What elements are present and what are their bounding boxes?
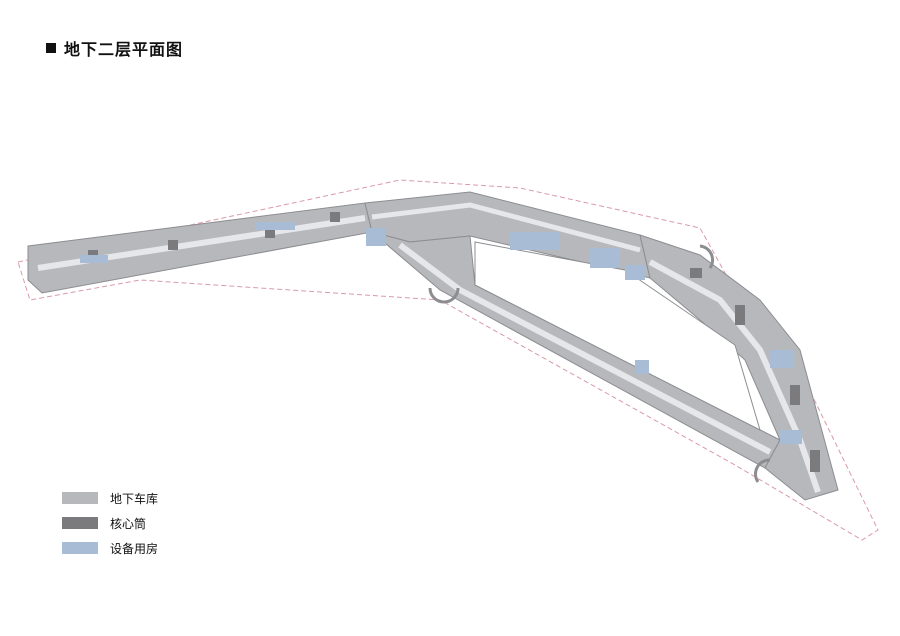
equipment-room [635,360,649,374]
core-block [168,240,178,250]
page-title: 地下二层平面图 [46,36,183,60]
equipment-room [80,255,108,263]
equipment-room [780,430,802,444]
equipment-room [625,265,645,280]
equipment-room [255,222,295,230]
legend-item-equipment: 设备用房 [62,540,158,556]
site-boundary [17,179,879,541]
title-bullet [46,43,56,53]
legend-label: 核心筒 [110,516,147,531]
core-block [735,305,745,325]
core-block [810,450,820,472]
ramp [428,287,460,304]
core-block [790,385,800,405]
legend: 地下车库 核心筒 设备用房 [62,490,158,565]
legend-swatch-equipment [62,542,98,554]
garage-west-wing [27,202,373,294]
legend-swatch-garage [62,492,98,504]
ramp [699,244,715,269]
corridor-diagonal [398,242,772,455]
equipment-room [770,350,794,368]
equipment-room [510,232,560,250]
corridor-east [648,259,821,493]
equipment-room [590,248,620,268]
legend-swatch-core [62,517,98,529]
equipment-room [366,228,386,246]
title-text: 地下二层平面图 [64,40,184,59]
legend-item-core: 核心筒 [62,515,158,531]
ramp [754,458,771,483]
legend-label: 地下车库 [110,491,159,506]
corridor-north [371,202,641,253]
core-block [265,228,275,238]
core-block [330,212,340,222]
legend-label: 设备用房 [110,541,159,556]
core-block [690,268,702,278]
legend-item-garage: 地下车库 [62,490,158,506]
